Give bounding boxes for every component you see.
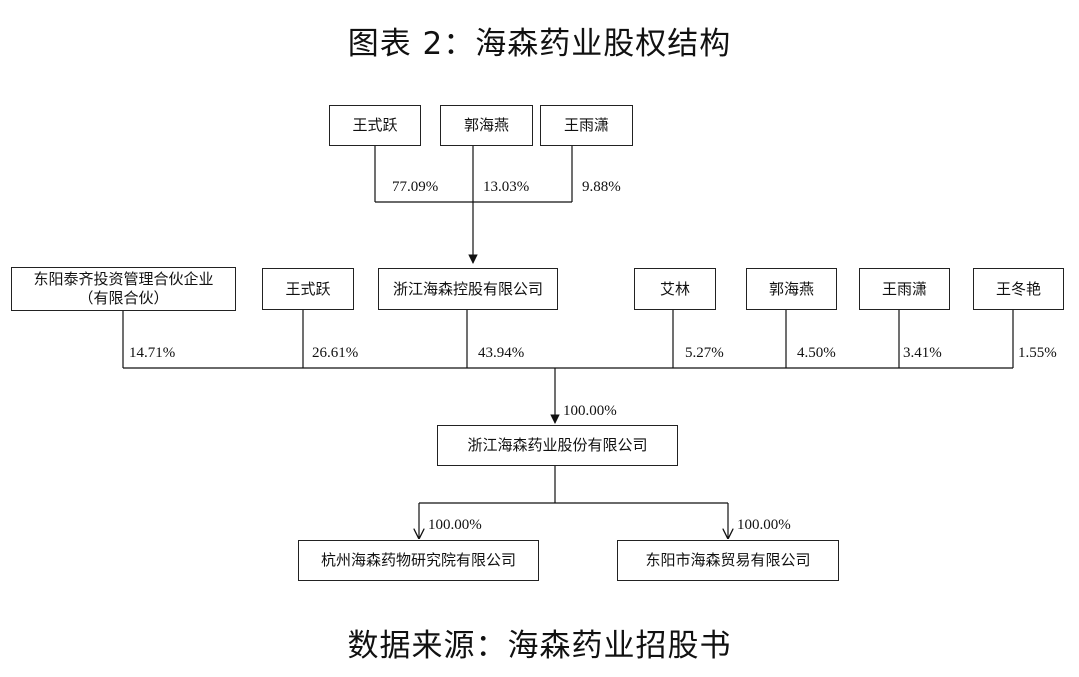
pct-label: 77.09% — [392, 179, 439, 195]
shareholder-box-ai-lin: 艾林 — [634, 268, 716, 310]
shareholder-name: 王雨潇 — [881, 279, 927, 298]
subsidiary-name: 杭州海森药物研究院有限公司 — [320, 551, 516, 569]
pct-label: 4.50% — [797, 345, 836, 361]
shareholder-name: 郭海燕 — [768, 279, 814, 298]
figure-title: 图表 2：海森药业股权结构 — [347, 26, 732, 62]
subsidiary-name: 东阳市海森贸易有限公司 — [645, 551, 811, 569]
holding-company-box: 浙江海森控股有限公司 — [378, 268, 558, 310]
pct-label: 9.88% — [582, 179, 621, 195]
shareholder-box-dongyang-taiqi: 东阳泰齐投资管理合伙企业 （有限合伙） — [11, 267, 236, 311]
shareholder-name: 郭海燕 — [463, 116, 509, 134]
shareholder-box-wang-yuxiao-top: 王雨潇 — [540, 105, 633, 146]
holding-company-name: 浙江海森控股有限公司 — [392, 279, 543, 298]
shareholder-name: 艾林 — [659, 279, 690, 298]
shareholder-name: 王雨潇 — [563, 116, 609, 134]
shareholder-name-line1: 东阳泰齐投资管理合伙企业 — [33, 270, 214, 288]
pct-label: 1.55% — [1018, 345, 1057, 361]
pct-label: 14.71% — [129, 345, 176, 361]
shareholder-name-line2: （有限合伙） — [78, 289, 169, 307]
company-box: 浙江海森药业股份有限公司 — [437, 425, 678, 466]
pct-label: 5.27% — [685, 345, 724, 361]
pct-label: 100.00% — [428, 517, 482, 533]
pct-label: 100.00% — [737, 517, 791, 533]
company-name: 浙江海森药业股份有限公司 — [467, 436, 648, 454]
pct-label: 26.61% — [312, 345, 359, 361]
shareholder-box-guo-haiyan-top: 郭海燕 — [440, 105, 533, 146]
pct-label: 3.41% — [903, 345, 942, 361]
pct-label: 43.94% — [478, 345, 525, 361]
shareholder-box-wang-yuxiao: 王雨潇 — [859, 268, 950, 310]
shareholder-name: 王冬艳 — [995, 279, 1041, 298]
shareholder-name: 王式跃 — [352, 116, 398, 134]
pct-label: 13.03% — [483, 179, 530, 195]
shareholder-name: 王式跃 — [285, 279, 331, 298]
shareholder-box-wang-shiyue: 王式跃 — [262, 268, 354, 310]
subsidiary-box-hangzhou-research: 杭州海森药物研究院有限公司 — [298, 540, 539, 581]
pct-label: 100.00% — [563, 403, 617, 419]
subsidiary-box-dongyang-trade: 东阳市海森贸易有限公司 — [617, 540, 839, 581]
shareholder-box-guo-haiyan: 郭海燕 — [746, 268, 837, 310]
data-source: 数据来源：海森药业招股书 — [347, 628, 732, 664]
shareholder-box-wang-shiyue-top: 王式跃 — [329, 105, 421, 146]
shareholder-box-wang-dongyan: 王冬艳 — [973, 268, 1064, 310]
